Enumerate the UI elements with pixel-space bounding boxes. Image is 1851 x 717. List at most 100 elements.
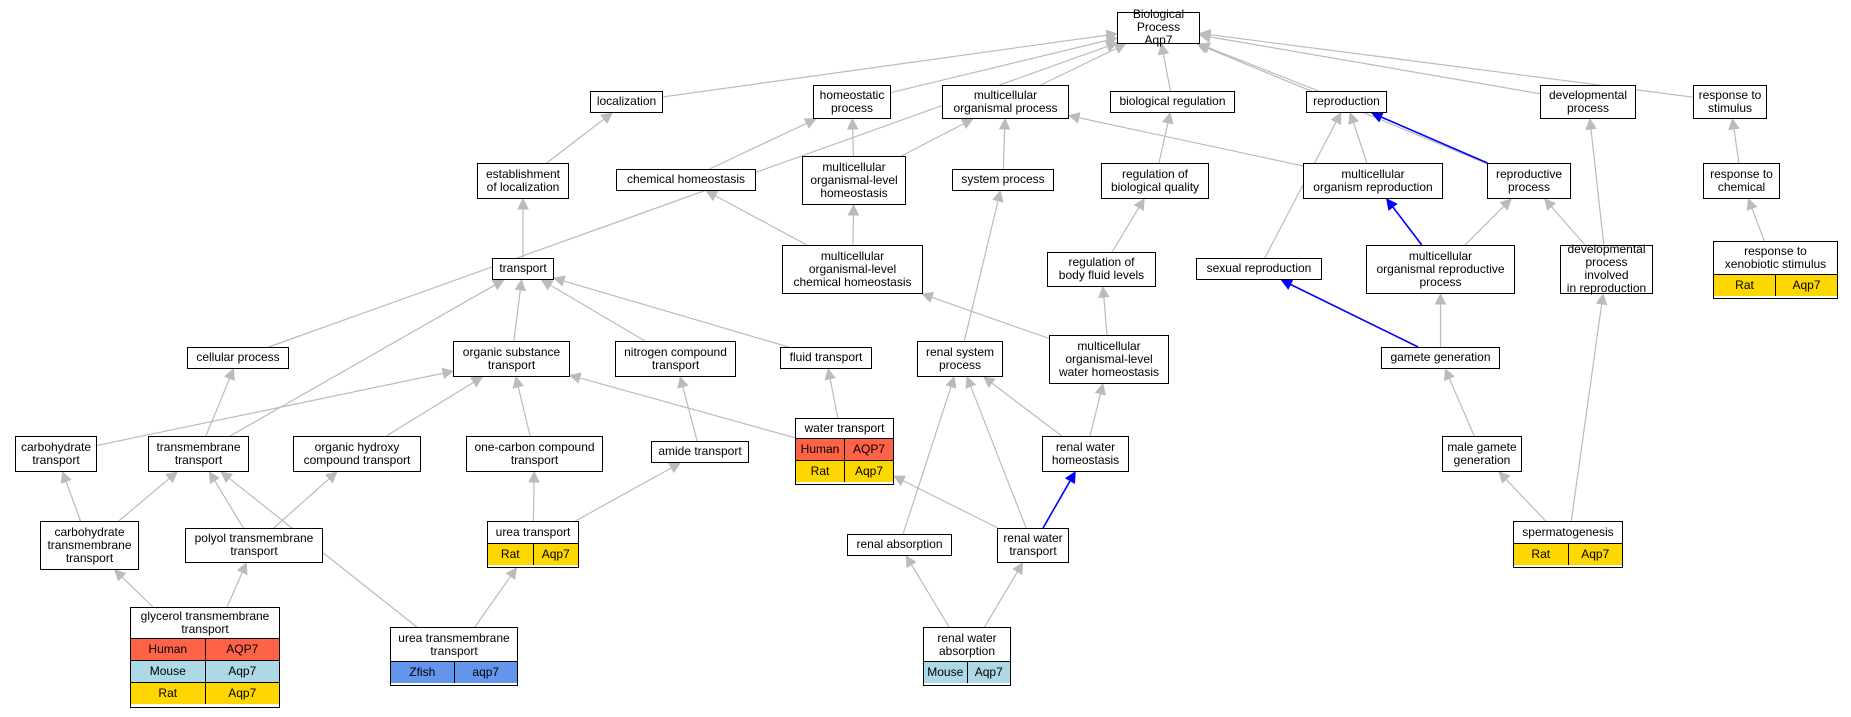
- edge-mlhomeo-to-multorg: [901, 123, 965, 157]
- arrowhead-mlhomeo-to-homeostatic: [846, 117, 859, 130]
- node-label-line: chemical homeostasis: [626, 172, 746, 186]
- node-label-line: carbohydrate: [54, 524, 125, 539]
- arrowhead-glyceroltm-to-polyoltm: [236, 561, 248, 575]
- node-label-line: biological regulation: [1119, 94, 1226, 108]
- node-label-line: polyol transmembrane: [194, 531, 314, 545]
- node-label-line: developmental: [1567, 242, 1646, 256]
- edge-watertrans-to-orgsubtrans: [579, 377, 796, 439]
- edge-mcorgreproproc-to-reproproc: [1464, 205, 1505, 246]
- arrowhead-polyoltm-to-orghydroxy: [325, 471, 338, 484]
- edge-carbtrans-to-orgsubtrans: [96, 372, 444, 447]
- node-label-line: organismal-level: [1065, 351, 1153, 366]
- node-transport[interactable]: transport: [492, 258, 554, 280]
- edge-mlchemhomeo-to-chemhomeo: [714, 195, 808, 246]
- edge-mcorgrepro-to-multorg: [1078, 117, 1304, 167]
- node-renabs[interactable]: renal absorption: [847, 534, 952, 556]
- arrowhead-cellproc-to-bp: [1105, 40, 1119, 52]
- node-label-line: organic substance: [462, 344, 561, 359]
- node-label-line: renal water: [1055, 439, 1116, 454]
- node-amidetrans[interactable]: amide transport: [651, 441, 749, 463]
- arrowhead-mlwaterhomeo-to-mlchemhomeo: [921, 291, 935, 303]
- node-label-line: body fluid levels: [1058, 268, 1145, 282]
- edge-nitrotrans-to-transport: [549, 284, 646, 342]
- node-fluidtrans[interactable]: fluid transport: [780, 347, 872, 369]
- edge-renwaterhomeo-to-rensysproc: [991, 382, 1063, 437]
- node-gametegen[interactable]: gamete generation: [1381, 347, 1500, 369]
- arrowhead-chemhomeo-to-homeostatic: [803, 118, 817, 129]
- node-label-line: multicellular: [1341, 166, 1405, 181]
- node-label-line: glycerol transmembrane: [140, 609, 270, 624]
- node-chemhomeo[interactable]: chemical homeostasis: [616, 169, 756, 191]
- edge-orgsubtrans-to-transport: [513, 289, 521, 342]
- node-sexrepro[interactable]: sexual reproduction: [1196, 258, 1322, 280]
- arrowhead-mcorgrepro-to-reproduction: [1348, 111, 1360, 125]
- node-bioreg[interactable]: biological regulation: [1110, 91, 1235, 113]
- edge-onecarbon-to-orgsubtrans: [517, 386, 531, 437]
- node-localization[interactable]: localization: [590, 91, 663, 113]
- gene-cell: Aqp7: [1775, 275, 1837, 297]
- node-label-line: reproduction: [1313, 94, 1380, 108]
- edge-mlwaterhomeo-to-mlchemhomeo: [931, 296, 1050, 340]
- arrowhead-glyceroltm-to-carbtmtrans: [113, 569, 127, 582]
- node-label-line: spermatogenesis: [1522, 525, 1614, 540]
- edge-carbtmtrans-to-carbtrans: [65, 481, 82, 522]
- arrowhead-bioreg-to-bp: [1157, 42, 1170, 56]
- species-cell: Rat: [500, 547, 520, 562]
- arrowhead-renwatertrans-to-watertrans: [892, 475, 906, 487]
- edge-renwaterabs-to-renabs: [910, 564, 950, 628]
- node-label-line: renal water: [937, 630, 997, 645]
- arrowhead-rensysproc-to-sysproc: [992, 189, 1004, 203]
- node-label-line: organic hydroxy: [314, 439, 400, 454]
- arrowhead-renwaterabs-to-renabs: [905, 555, 917, 568]
- arrowhead-sysproc-to-multorg: [998, 117, 1011, 130]
- arrowhead-renwaterabs-to-renwatertrans: [1012, 562, 1024, 575]
- node-reproduction[interactable]: reproduction: [1306, 91, 1387, 113]
- node-label-line: response to: [1698, 87, 1762, 102]
- node-sysproc[interactable]: system process: [952, 169, 1054, 191]
- node-cellproc[interactable]: cellular process: [187, 347, 289, 369]
- arrowhead-mcorgreproproc-to-mcorgrepro: [1386, 198, 1398, 211]
- edge-renwaterhomeo-to-mlwaterhomeo: [1089, 393, 1102, 437]
